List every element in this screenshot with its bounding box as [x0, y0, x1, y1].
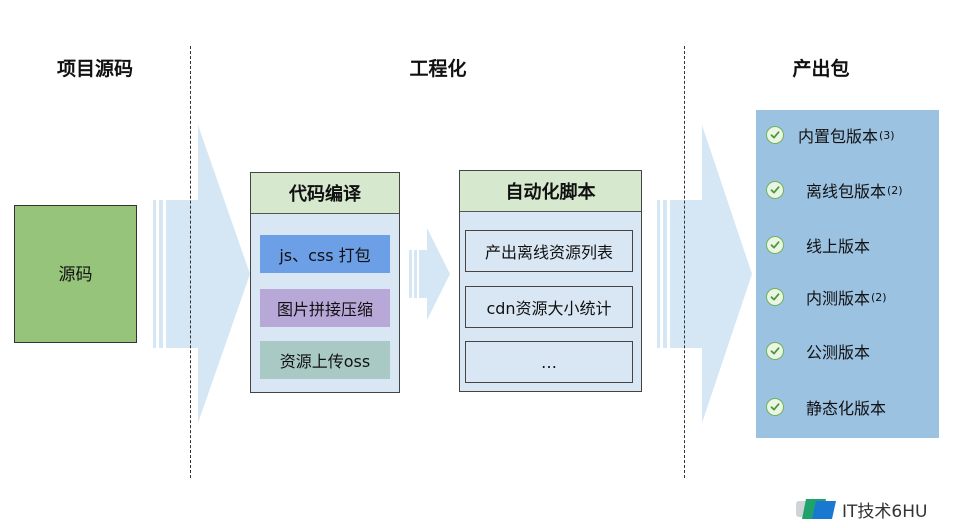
- automation-panel: 自动化脚本 产出离线资源列表 cdn资源大小统计 …: [459, 170, 642, 392]
- output-item-label: 离线包版本: [806, 182, 887, 201]
- check-icon: [766, 398, 784, 416]
- output-item-label: 公测版本: [806, 343, 871, 362]
- output-item: 内置包版本 (3): [766, 120, 929, 150]
- arrow-compile-to-automation: [409, 228, 450, 320]
- output-panel: 内置包版本 (3) 离线包版本 (2) 线上版本 内测版本 (2) 公测版本 静…: [756, 110, 939, 438]
- arrow-source-to-engineering: [153, 125, 250, 423]
- check-icon: [766, 126, 784, 144]
- compile-panel-title: 代码编译: [251, 173, 399, 214]
- header-project-source: 项目源码: [56, 58, 133, 80]
- header-output-package: 产出包: [792, 58, 850, 80]
- check-icon: [766, 181, 784, 199]
- source-box-label: 源码: [58, 264, 93, 285]
- compile-panel: 代码编译 js、css 打包 图片拼接压缩 资源上传oss: [250, 172, 400, 393]
- output-item: 离线包版本 (2): [766, 175, 929, 205]
- compile-item-image-compress: 图片拼接压缩: [260, 289, 390, 327]
- output-item: 公测版本: [766, 336, 929, 366]
- check-icon: [766, 288, 784, 306]
- output-item-label: 线上版本: [806, 237, 871, 256]
- output-item: 线上版本: [766, 230, 929, 260]
- check-icon: [766, 236, 784, 254]
- compile-item-upload-oss: 资源上传oss: [260, 341, 390, 379]
- arrow-engineering-to-output: [657, 125, 752, 423]
- header-engineering: 工程化: [409, 58, 467, 80]
- check-icon: [766, 342, 784, 360]
- output-item-note: (2): [871, 290, 887, 304]
- automation-panel-title: 自动化脚本: [460, 171, 641, 212]
- output-item-note: (3): [879, 128, 895, 142]
- source-box: 源码: [14, 205, 137, 343]
- output-item-label: 静态化版本: [806, 399, 887, 418]
- divider-left: [190, 46, 191, 478]
- output-item-note: (2): [887, 183, 903, 197]
- automation-item-offline-list: 产出离线资源列表: [465, 230, 633, 272]
- output-item-label: 内置包版本: [798, 127, 879, 146]
- watermark: IT技术6HU: [796, 496, 956, 522]
- watermark-logo-icon: [796, 499, 836, 519]
- divider-right: [684, 46, 685, 478]
- automation-item-more: …: [465, 341, 633, 383]
- compile-item-bundle: js、css 打包: [260, 235, 390, 273]
- output-item-label: 内测版本: [806, 289, 871, 308]
- automation-item-cdn-stats: cdn资源大小统计: [465, 286, 633, 328]
- watermark-text: IT技术6HU: [842, 501, 928, 522]
- output-item: 内测版本 (2): [766, 282, 929, 312]
- output-item: 静态化版本: [766, 392, 929, 422]
